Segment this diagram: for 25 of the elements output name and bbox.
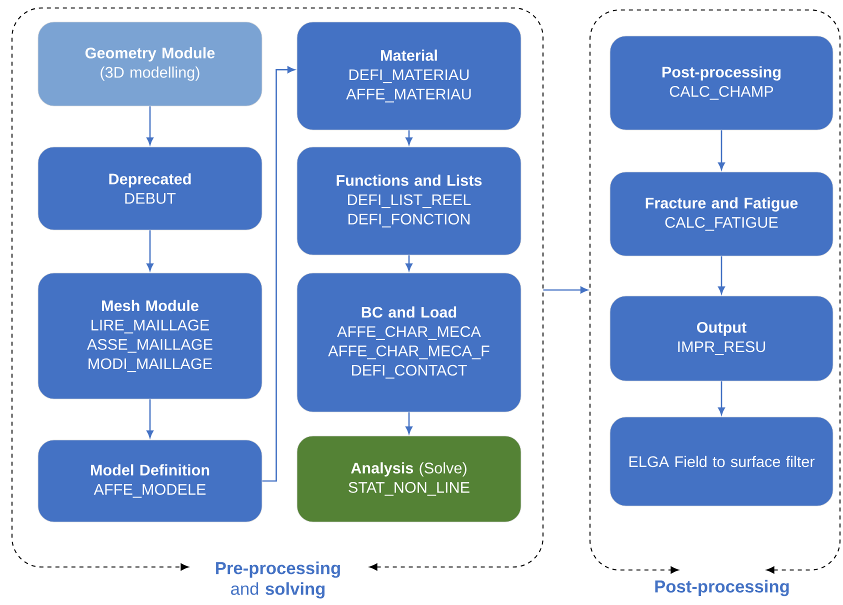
- arrow: [146, 230, 154, 271]
- node-label: Post-processing: [655, 580, 789, 596]
- arrow: [146, 106, 154, 145]
- process-box: Analysis (Solve) STAT_NON_LINE: [296, 436, 522, 522]
- process-box: Mesh Module LIRE_MAILLAGE ASSE_MAILLAGE MODI_MAILLAGE: [38, 272, 262, 400]
- process-box: Post-processing CALC_CHAMP: [610, 36, 834, 130]
- process-box: Functions and Lists DEFI_LIST_REEL DEFI_FONCTION: [296, 146, 522, 256]
- arrow: [146, 399, 154, 438]
- process-box: Deprecated DEBUT: [38, 146, 262, 230]
- arrow: [718, 381, 725, 415]
- node-label: Pre-processing and solving: [216, 562, 340, 598]
- arrow: [543, 286, 588, 294]
- process-box: Geometry Module (3D modelling): [38, 22, 262, 106]
- arrow: [406, 130, 412, 145]
- process-box: Model Definition AFFE_MODELE: [38, 440, 262, 522]
- process-box: BC and Load AFFE_CHAR_MECA AFFE_CHAR_MECA_F DEFI_CONTACT: [296, 272, 522, 412]
- process-box: ELGA Field to surface filter: [610, 416, 834, 506]
- arrow: [718, 130, 725, 170]
- process-box: Output IMPR_RESU: [610, 296, 834, 382]
- process-box: Material DEFI_MATERIAU AFFE_MATERIAU: [296, 22, 522, 130]
- arrow: [406, 255, 412, 271]
- arrow: [406, 412, 412, 434]
- arrow: [262, 66, 295, 482]
- process-box: Fracture and Fatigue CALC_FATIGUE: [610, 172, 834, 256]
- arrow: [718, 256, 725, 294]
